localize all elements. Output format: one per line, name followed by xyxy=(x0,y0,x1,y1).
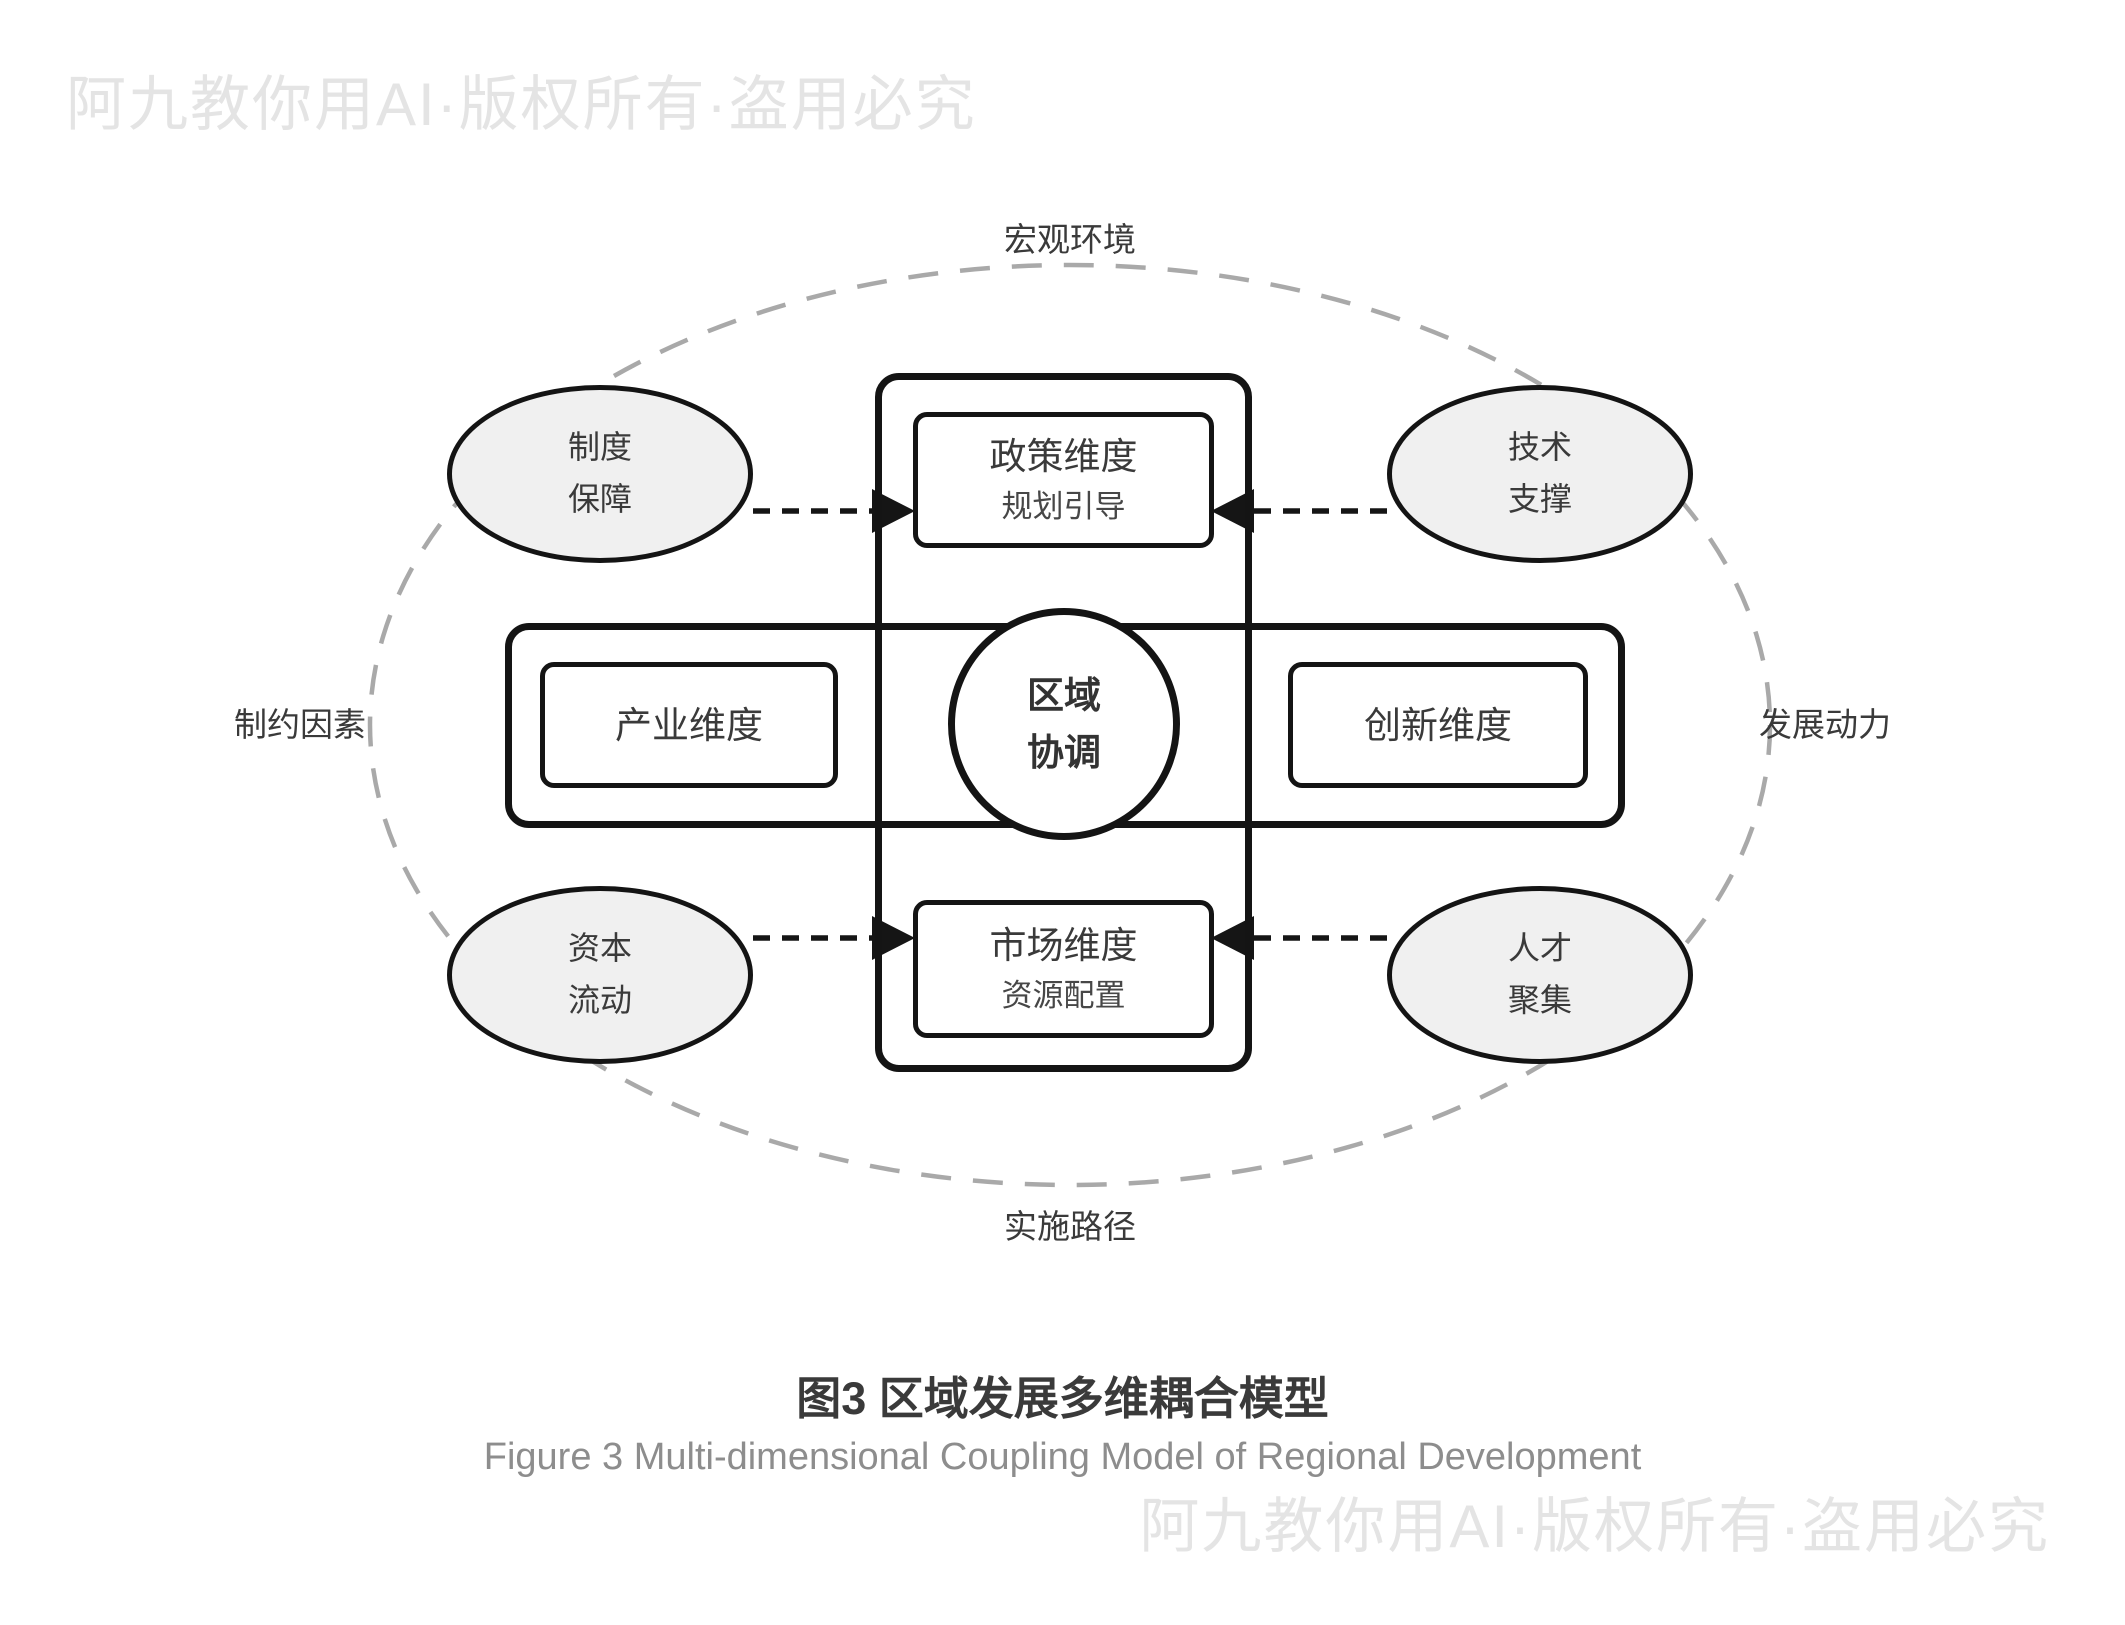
capital-flow-ellipse: 资本 流动 xyxy=(447,886,753,1064)
orbit-label-implementation-path: 实施路径 xyxy=(1004,1208,1136,1245)
policy-dimension-box: 政策维度 规划引导 xyxy=(913,412,1214,548)
arrow-institution-to-policy-head xyxy=(872,489,915,533)
policy-dimension-title: 政策维度 xyxy=(989,436,1138,477)
institution-guarantee-ellipse: 制度 保障 xyxy=(447,385,753,563)
industry-dimension-box: 产业维度 xyxy=(540,662,838,788)
talent-gathering-ellipse: 人才 聚集 xyxy=(1387,886,1693,1064)
orbit-label-development-drivers: 发展动力 xyxy=(1759,706,1891,743)
vertical-dimension-frame xyxy=(875,373,1252,1072)
innovation-dimension-title: 创新维度 xyxy=(1364,704,1512,746)
industry-dimension-title: 产业维度 xyxy=(615,704,763,746)
innovation-dimension-box: 创新维度 xyxy=(1288,662,1588,788)
regional-coordination-line1: 区域 xyxy=(1027,674,1101,716)
policy-dimension-subtitle: 规划引导 xyxy=(1001,489,1126,524)
technology-support-line1: 技术 xyxy=(1507,429,1572,466)
arrow-talent-to-market-head xyxy=(1211,916,1254,960)
talent-gathering-line1: 人才 xyxy=(1507,930,1572,967)
watermark-bottom-right: 阿九教你用AI·版权所有·盗用必究 xyxy=(1139,1493,2050,1560)
market-dimension-title: 市场维度 xyxy=(989,925,1138,966)
market-dimension-subtitle: 资源配置 xyxy=(1001,978,1126,1013)
figure-caption-title: 图3 区域发展多维耦合模型 xyxy=(796,1373,1329,1424)
capital-flow-line1: 资本 xyxy=(567,930,632,967)
macro-orbit-dashed-ellipse xyxy=(367,262,1773,1188)
capital-flow-line2: 流动 xyxy=(567,982,632,1018)
regional-coordination-circle: 区域 协调 xyxy=(948,608,1180,840)
watermark-top-left: 阿九教你用AI·版权所有·盗用必究 xyxy=(66,71,977,138)
institution-guarantee-line1: 制度 xyxy=(567,429,632,466)
arrow-technology-to-policy-head xyxy=(1211,489,1254,533)
figure-caption-subtitle: Figure 3 Multi-dimensional Coupling Mode… xyxy=(483,1436,1642,1478)
orbit-label-macro-environment: 宏观环境 xyxy=(1004,221,1136,258)
talent-gathering-line2: 聚集 xyxy=(1507,982,1572,1018)
market-dimension-box: 市场维度 资源配置 xyxy=(913,900,1214,1038)
technology-support-line2: 支撑 xyxy=(1507,481,1572,517)
orbit-label-constraint-factors: 制约因素 xyxy=(234,706,366,743)
technology-support-ellipse: 技术 支撑 xyxy=(1387,385,1693,563)
institution-guarantee-line2: 保障 xyxy=(567,481,632,517)
arrow-capital-to-market-head xyxy=(872,916,915,960)
regional-coordination-line2: 协调 xyxy=(1027,732,1101,773)
